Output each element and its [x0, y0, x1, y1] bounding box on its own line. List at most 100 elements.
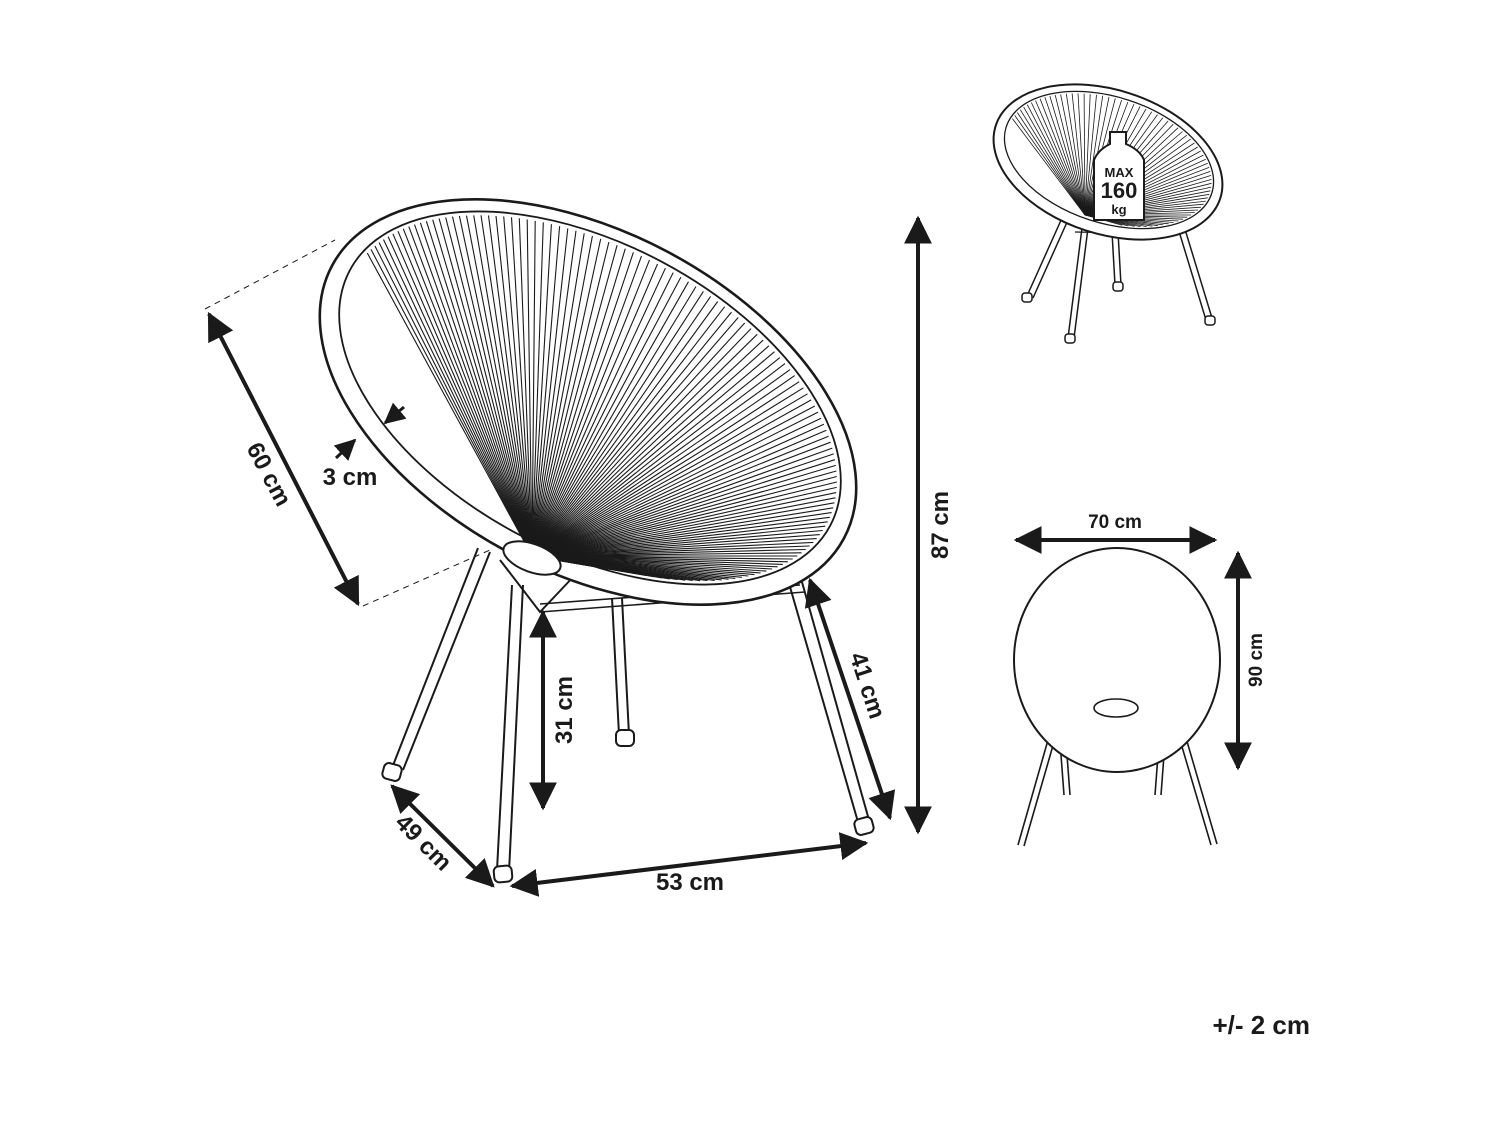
- weave-string: [531, 507, 834, 557]
- weave-string: [531, 525, 826, 557]
- weave-string: [1060, 94, 1086, 216]
- weave-string: [531, 222, 544, 557]
- weave-string: [1077, 93, 1086, 216]
- chair-hoop-inner: [338, 210, 842, 586]
- backrest-depth-label: 60 cm: [241, 438, 297, 511]
- weave-string: [531, 317, 739, 557]
- small-chair: [992, 83, 1224, 344]
- weave-string: [531, 521, 828, 557]
- weave-string: [425, 221, 533, 557]
- weave-string: [531, 429, 827, 557]
- weave-string: [531, 470, 837, 557]
- weave-string: [531, 248, 626, 557]
- weave-string: [419, 222, 533, 557]
- weave-string: [531, 241, 610, 557]
- weave-string: [531, 245, 618, 557]
- weave-string: [1049, 95, 1086, 216]
- weave-string: [473, 215, 533, 557]
- weave-string: [374, 245, 533, 557]
- weave-string: [383, 239, 533, 557]
- weave-string: [487, 215, 533, 557]
- weave-string: [445, 217, 533, 557]
- weave-string: [531, 405, 816, 557]
- weave-string: [531, 441, 831, 557]
- weave-string: [531, 339, 764, 557]
- weave-string: [531, 351, 775, 557]
- weave-string: [531, 411, 819, 557]
- weave-string: [510, 217, 533, 557]
- weave-string: [531, 541, 814, 557]
- weave-string: [531, 453, 834, 557]
- weave-string: [1039, 98, 1086, 216]
- weave-string: [458, 215, 533, 557]
- load-badge-unit: kg: [1111, 202, 1126, 217]
- weave-string: [531, 529, 823, 557]
- front-view-hoop: [1013, 547, 1221, 773]
- load-badge-value: 160: [1101, 178, 1138, 203]
- weave-string: [531, 502, 835, 557]
- weave-string: [531, 233, 585, 557]
- weave-string: [526, 219, 533, 557]
- weave-string: [531, 447, 833, 557]
- weave-string: [531, 475, 837, 557]
- tolerance-note: +/- 2 cm: [1212, 1010, 1310, 1040]
- weave-string: [465, 215, 533, 557]
- weave-string: [531, 228, 569, 557]
- weave-string: [480, 215, 533, 557]
- weave-string: [531, 259, 651, 557]
- weave-string: [531, 267, 666, 557]
- weave-string: [438, 218, 533, 557]
- chair-weave: [366, 215, 838, 582]
- weave-string: [1054, 94, 1086, 216]
- weave-string: [1030, 102, 1086, 216]
- weave-string: [1035, 100, 1086, 216]
- weave-string: [503, 216, 533, 557]
- weave-string: [531, 538, 817, 557]
- weave-string: [531, 238, 602, 557]
- weave-string: [1044, 97, 1086, 216]
- weave-string: [531, 286, 697, 557]
- front-width-label: 70 cm: [1088, 512, 1142, 533]
- weave-string: [531, 534, 820, 557]
- weave-string: [402, 228, 533, 557]
- weave-string: [531, 381, 800, 557]
- weave-string: [1084, 94, 1097, 216]
- weave-string: [366, 252, 533, 557]
- weave-string: [531, 226, 561, 557]
- weave-string: [531, 220, 536, 557]
- weave-string: [531, 497, 836, 557]
- weave-string: [370, 249, 533, 557]
- weave-string: [531, 357, 781, 557]
- base-width-label: 53 cm: [656, 869, 724, 896]
- seat-height-label: 31 cm: [551, 676, 578, 744]
- weave-string: [1083, 93, 1086, 216]
- weave-string: [531, 393, 808, 557]
- weave-string: [397, 230, 533, 557]
- weave-string: [531, 224, 552, 557]
- weave-string: [531, 369, 791, 557]
- weave-string: [531, 301, 719, 557]
- front-height-label: 90 cm: [1246, 633, 1267, 687]
- weave-string: [518, 218, 533, 557]
- weave-string: [1065, 93, 1086, 216]
- weave-hub: [502, 540, 562, 576]
- weave-string: [531, 375, 796, 557]
- weave-string: [531, 545, 810, 557]
- weave-string: [1014, 115, 1086, 216]
- weave-string: [1084, 95, 1104, 216]
- weave-string: [531, 333, 758, 557]
- weave-string: [432, 219, 533, 557]
- weave-string: [531, 387, 804, 557]
- weave-string: [531, 311, 732, 557]
- weave-string: [531, 512, 832, 557]
- weave-string: [531, 459, 836, 557]
- front-view-hub: [1093, 698, 1139, 718]
- weave-string: [1019, 109, 1086, 216]
- total-height-label: 87 cm: [927, 491, 954, 559]
- main-chair: [318, 198, 875, 884]
- weave-string: [531, 281, 689, 557]
- weave-string: [1016, 112, 1086, 216]
- weave-string: [531, 263, 659, 557]
- weave-string: [451, 216, 533, 557]
